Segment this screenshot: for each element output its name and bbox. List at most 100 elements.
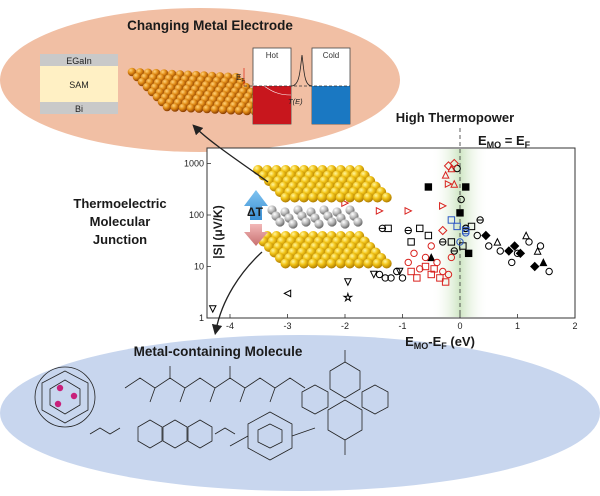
data-point	[462, 229, 470, 237]
gold-atom	[363, 192, 374, 203]
macrocycle	[247, 411, 293, 461]
electrode-atom	[162, 102, 172, 112]
data-point	[493, 237, 502, 246]
data-point	[342, 291, 354, 303]
x-tick-label: -1	[398, 321, 406, 331]
electrode-atom	[202, 104, 212, 114]
porphyrin-complex	[229, 411, 316, 461]
sam-layer	[40, 66, 118, 102]
electrode-atom	[186, 103, 196, 113]
data-point	[447, 253, 456, 262]
resonance-condition: EMO = EF	[478, 133, 531, 150]
junction-label-line-3: Junction	[93, 232, 147, 247]
gold-atom	[326, 192, 337, 203]
data-point	[416, 265, 424, 273]
data-point	[413, 274, 421, 282]
junction-label-line-2: Molecular	[90, 214, 151, 229]
molecule-structures	[34, 350, 389, 461]
sam-label: SAM	[69, 80, 89, 90]
molecular-junction	[253, 165, 392, 269]
gold-atom	[372, 192, 383, 203]
data-point	[381, 274, 389, 282]
gold-atom	[381, 192, 392, 203]
egain-label: EGaIn	[66, 56, 92, 66]
gold-atom	[344, 192, 355, 203]
data-point	[404, 258, 412, 267]
data-point	[530, 261, 540, 272]
data-point	[444, 270, 453, 279]
data-point	[515, 248, 526, 259]
data-point	[449, 158, 459, 169]
data-point	[430, 265, 438, 273]
energy-diagram: Hot Cold EF T(E)	[236, 47, 351, 125]
data-point	[395, 267, 404, 276]
y-tick-label: 10	[194, 262, 204, 272]
gold-atom	[289, 258, 300, 269]
data-point	[464, 249, 473, 258]
molecule-atom	[301, 217, 311, 227]
hot-fill	[253, 86, 291, 124]
data-point	[456, 209, 464, 217]
electrode-atom	[234, 106, 244, 115]
cage-outline	[34, 366, 96, 428]
linker	[89, 427, 121, 435]
gold-atom	[317, 192, 328, 203]
data-point	[453, 222, 461, 231]
gold-atom	[335, 258, 346, 269]
molecule-atom	[314, 219, 324, 229]
data-point	[427, 253, 436, 262]
data-point	[536, 242, 545, 250]
data-point	[438, 225, 448, 236]
molecule-atom	[288, 219, 298, 229]
ring	[137, 419, 163, 449]
data-point	[481, 230, 491, 241]
electrode-atom	[242, 106, 252, 116]
data-point	[375, 270, 384, 279]
gold-atom	[298, 258, 309, 269]
data-point	[343, 278, 352, 287]
layer-stack: EGaIn SAM Bi	[40, 54, 118, 114]
x-tick-label: -2	[341, 321, 349, 331]
gold-atom	[308, 192, 319, 203]
metal-chain-molecule	[124, 366, 306, 403]
branch	[149, 387, 156, 403]
transmission-label: T(E)	[288, 97, 303, 106]
gold-atom	[372, 258, 383, 269]
branch	[269, 387, 276, 403]
data-point	[441, 278, 450, 286]
molecule-atom	[340, 219, 350, 229]
gold-atom	[381, 258, 392, 269]
gold-atom	[354, 192, 365, 203]
data-point	[533, 246, 542, 255]
branch	[209, 387, 216, 403]
bottom-panel-background	[0, 335, 600, 491]
cold-label: Cold	[323, 51, 339, 60]
data-point	[421, 253, 430, 262]
metal-atom	[56, 384, 64, 392]
electrode-atom	[226, 105, 236, 115]
data-point	[283, 289, 292, 298]
data-point	[504, 246, 514, 256]
gold-atom	[280, 192, 291, 203]
arm	[229, 435, 249, 447]
y-axis-label: |S| (μV/K)	[211, 205, 225, 258]
electrode-atom	[194, 104, 204, 113]
data-point	[462, 226, 470, 235]
bottom-panel-title: Metal-containing Molecule	[134, 344, 303, 359]
data-point	[369, 270, 378, 279]
data-point	[447, 216, 456, 224]
egain-layer	[40, 54, 118, 66]
data-point	[375, 206, 384, 215]
electrode-atom	[218, 105, 228, 115]
data-point	[424, 183, 433, 191]
data-point	[387, 274, 395, 282]
data-point	[473, 231, 481, 240]
data-point	[441, 170, 450, 179]
molecule-layer	[267, 205, 363, 229]
x-tick-label: -3	[283, 321, 291, 331]
x-tick-label: 1	[515, 321, 520, 331]
molecule-atom	[327, 217, 337, 227]
delta-t-arrows: ΔT	[244, 190, 268, 246]
